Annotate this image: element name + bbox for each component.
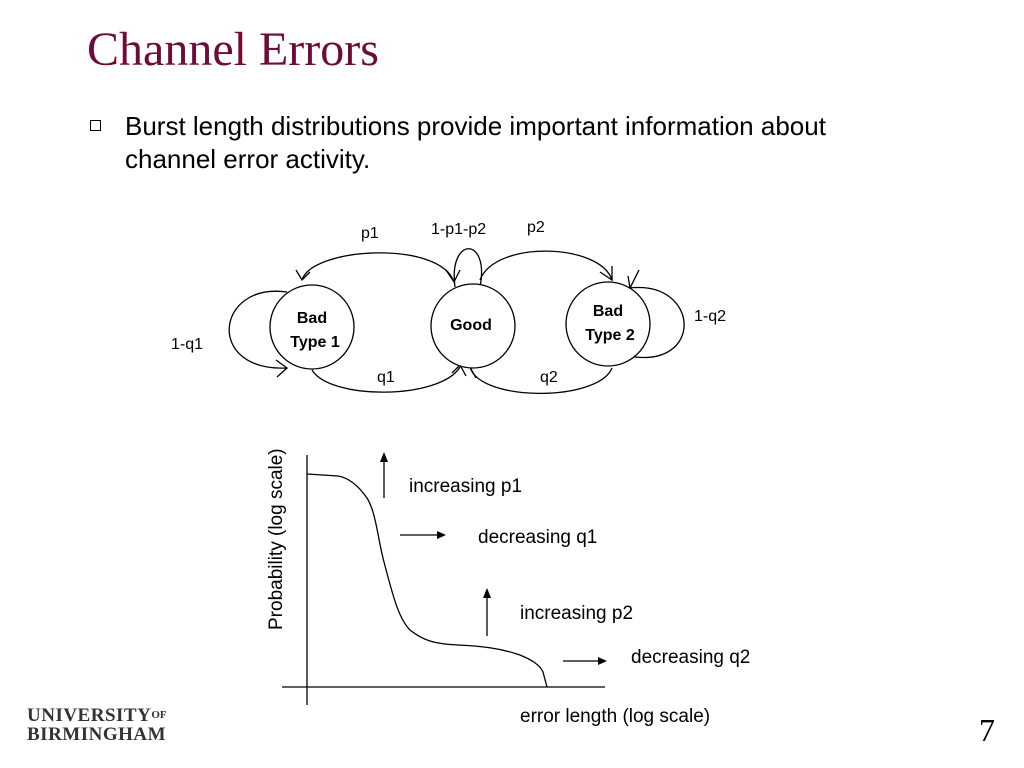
university-logo: UNIVERSITYOF BIRMINGHAM [27,706,167,744]
transition-arc-p2 [479,250,613,281]
slide-title: Channel Errors [87,23,379,76]
transition-label-p1: p1 [361,225,379,242]
transition-label-1-p1-p2: 1-p1-p2 [431,221,486,238]
transition-label-p2: p2 [527,219,545,236]
transition-label-q2: q2 [540,369,558,386]
transition-arc-q1 [311,366,461,393]
transition-arc-p1 [301,252,455,283]
bullet-text: Burst length distributions provide impor… [125,111,826,174]
arrowhead-bad1-top [295,269,311,282]
transition-arc-1-q1 [228,290,288,369]
state-bad-type2 [565,281,651,367]
arrowhead-up-icon [380,452,388,462]
annotation-increasing-p2: increasing p2 [520,603,633,624]
transition-arc-q2 [469,366,613,395]
annotation-decreasing-q1: decreasing q1 [478,527,597,548]
transition-label-1-q2: 1-q2 [694,308,726,325]
arrowhead-right-icon [598,657,607,665]
arrowhead-p2 [599,266,613,282]
transition-label-1-q1: 1-q1 [171,336,203,353]
x-axis-label: error length (log scale) [520,706,710,727]
burst-length-curve [306,473,548,688]
logo-of: OF [151,709,167,721]
state-bad-type1 [269,284,355,370]
state-good [430,283,516,369]
arrowhead-up-icon [483,588,491,598]
logo-line2: BIRMINGHAM [27,724,167,745]
transition-label-q1: q1 [377,369,395,386]
arrowhead-p1 [445,269,461,284]
transition-arc-1-p1-p2 [453,248,483,288]
hollow-square-bullet-icon [90,120,101,131]
arrowhead-right-icon [437,531,446,539]
state-bad2-line2: Type 2 [585,327,635,344]
state-bad2-line1: Bad [593,303,623,320]
y-axis-label: Probability (log scale) [266,448,287,630]
logo-line1: UNIVERSITY [27,705,152,726]
annotation-decreasing-q2: decreasing q2 [631,647,750,668]
state-bad1-line1: Bad [297,310,327,327]
annotation-increasing-p1: increasing p1 [409,476,522,497]
page-number: 7 [979,712,995,748]
arrowhead-1-q2 [627,269,640,291]
arrowhead-1-q1 [275,359,289,378]
transition-arc-1-q2 [627,286,685,359]
state-good-label: Good [450,317,492,334]
state-bad1-line2: Type 1 [290,334,340,351]
